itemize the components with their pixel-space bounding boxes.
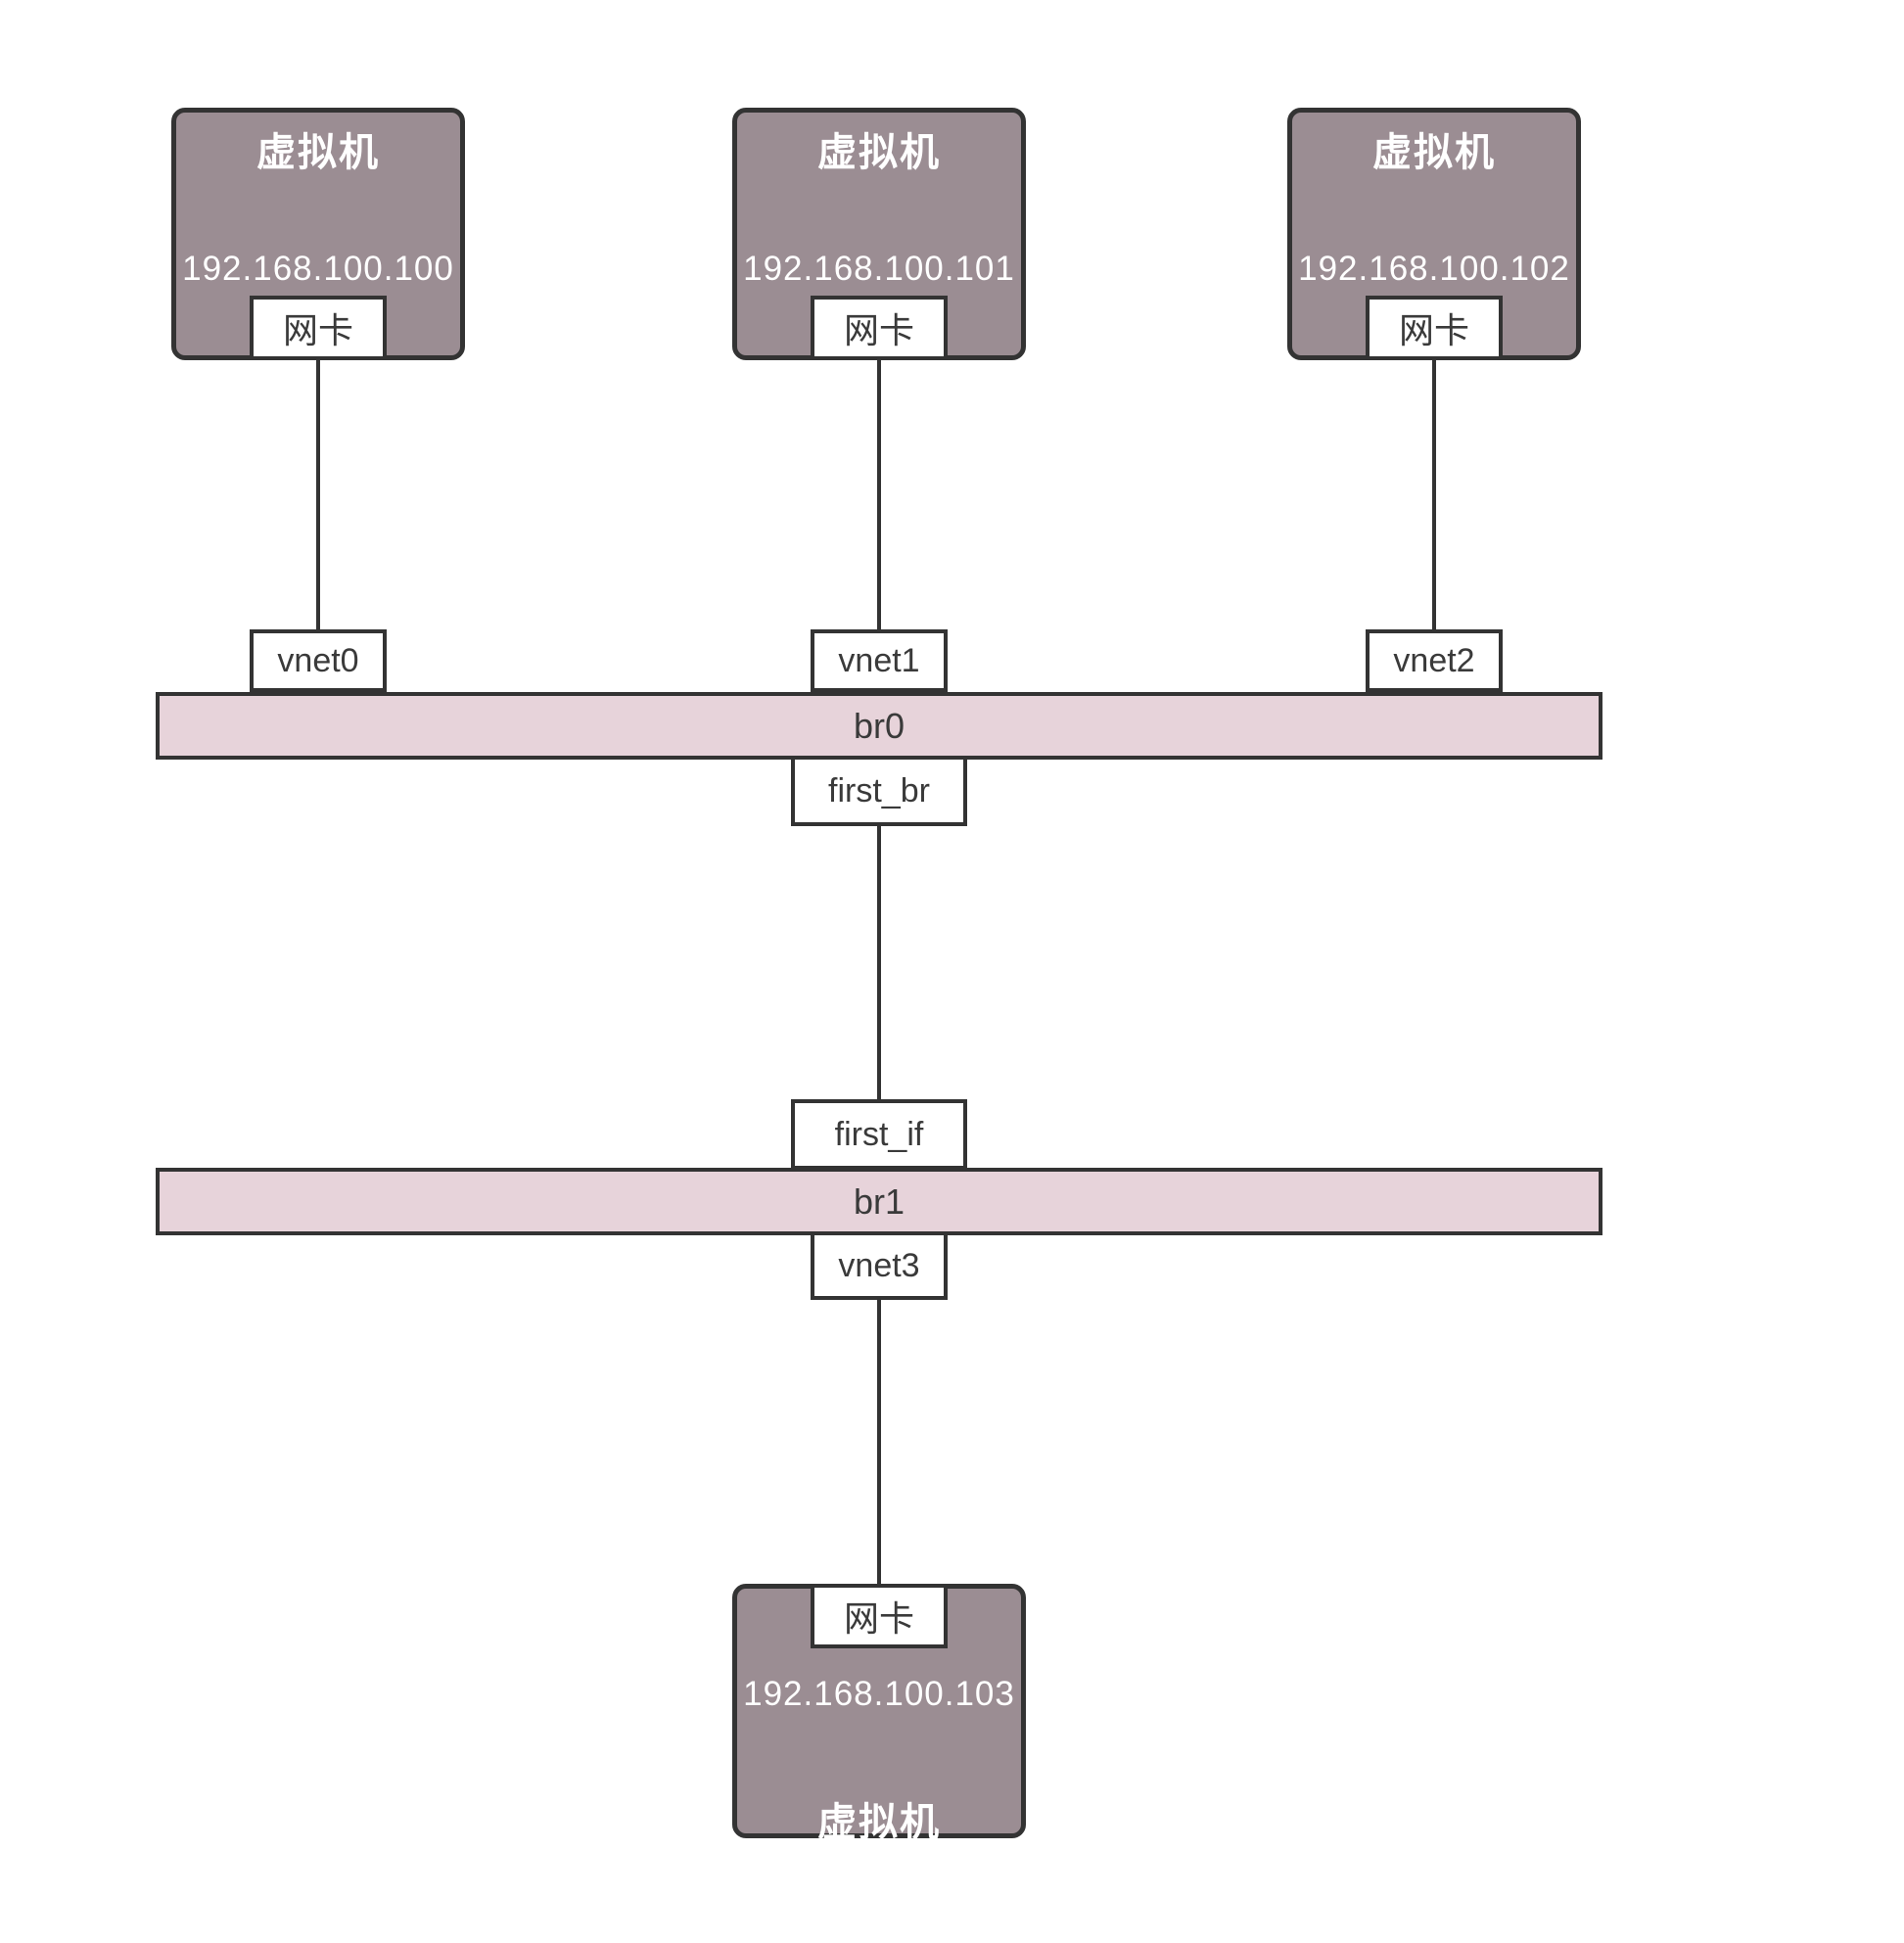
link-vm2-vnet1 [877,358,881,632]
vm-node-2: 虚拟机 192.168.100.101 网卡 [732,108,1026,360]
vm1-title: 虚拟机 [256,131,380,174]
link-vnet3-vm4 [877,1298,881,1586]
br0-label: br0 [853,705,906,746]
vm2-nic-box: 网卡 [811,296,948,360]
vm4-nic-label: 网卡 [843,1598,914,1639]
vm1-nic-label: 网卡 [282,310,353,350]
port-first-if: first_if [791,1099,967,1170]
vm4-title: 虚拟机 [817,1801,941,1844]
vm3-title: 虚拟机 [1372,131,1496,174]
br1-label: br1 [853,1180,906,1222]
vm2-ip: 192.168.100.101 [743,250,1015,288]
first-br-label: first_br [828,771,930,810]
vm3-ip: 192.168.100.102 [1298,250,1570,288]
port-vnet1: vnet1 [811,629,948,692]
first-if-label: first_if [834,1115,924,1153]
vm1-ip: 192.168.100.100 [182,250,454,288]
vm4-ip: 192.168.100.103 [743,1675,1015,1713]
vm2-nic-label: 网卡 [843,310,914,350]
link-vm1-vnet0 [316,358,320,632]
vm3-nic-label: 网卡 [1398,310,1469,350]
vm2-title: 虚拟机 [817,131,941,174]
link-firstbr-firstif [877,824,881,1101]
vnet1-label: vnet1 [838,641,920,679]
vnet2-label: vnet2 [1393,641,1475,679]
port-vnet3: vnet3 [811,1231,948,1300]
vnet3-label: vnet3 [838,1246,920,1284]
bridge-br0: br0 [156,692,1602,760]
bridge-br1: br1 [156,1168,1602,1235]
vm3-nic-box: 网卡 [1366,296,1503,360]
vm-node-1: 虚拟机 192.168.100.100 网卡 [171,108,465,360]
link-vm3-vnet2 [1432,358,1436,632]
vm1-nic-box: 网卡 [250,296,387,360]
port-vnet2: vnet2 [1366,629,1503,692]
port-vnet0: vnet0 [250,629,387,692]
vm-node-3: 虚拟机 192.168.100.102 网卡 [1287,108,1581,360]
port-first-br: first_br [791,756,967,826]
vm-node-4: 网卡 192.168.100.103 虚拟机 [732,1584,1026,1844]
vnet0-label: vnet0 [277,641,359,679]
vm4-nic-box: 网卡 [811,1584,948,1648]
